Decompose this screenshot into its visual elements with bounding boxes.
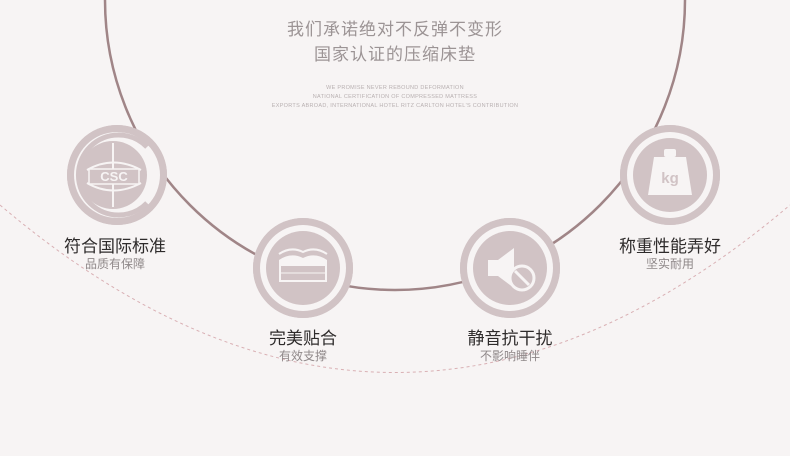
feature-subtitle: 不影响睡伴 xyxy=(479,349,540,363)
english-tagline-1: WE PROMISE NEVER REBOUND DEFORMATION xyxy=(326,85,464,91)
headline-line-2: 国家认证的压缩床垫 xyxy=(314,45,476,65)
feature-title: 符合国际标准 xyxy=(64,237,166,257)
english-tagline-3: EXPORTS ABROAD, INTERNATIONAL HOTEL RITZ… xyxy=(271,103,519,109)
headline-line-1: 我们承诺绝对不反弹不变形 xyxy=(287,20,503,40)
dashed-outer-arc xyxy=(0,204,790,373)
emblem-logo-text: CSC xyxy=(100,169,128,184)
feature-subtitle: 有效支撑 xyxy=(278,349,327,363)
feature-subtitle: 品质有保障 xyxy=(84,257,145,271)
feature-title: 称重性能弄好 xyxy=(619,237,721,257)
weight-kg-icon: kg xyxy=(620,125,720,225)
english-tagline-2: NATIONAL CERTIFICATION OF COMPRESSED MAT… xyxy=(312,94,478,100)
mute-speaker-icon xyxy=(460,218,560,318)
weight-label-text: kg xyxy=(661,170,679,187)
mattress-icon xyxy=(253,218,353,318)
feature-title: 静音抗干扰 xyxy=(467,329,553,349)
feature-subtitle: 坚实耐用 xyxy=(645,257,694,271)
feature-title: 完美贴合 xyxy=(269,329,337,349)
certification-emblem-icon: CSC xyxy=(67,125,167,225)
